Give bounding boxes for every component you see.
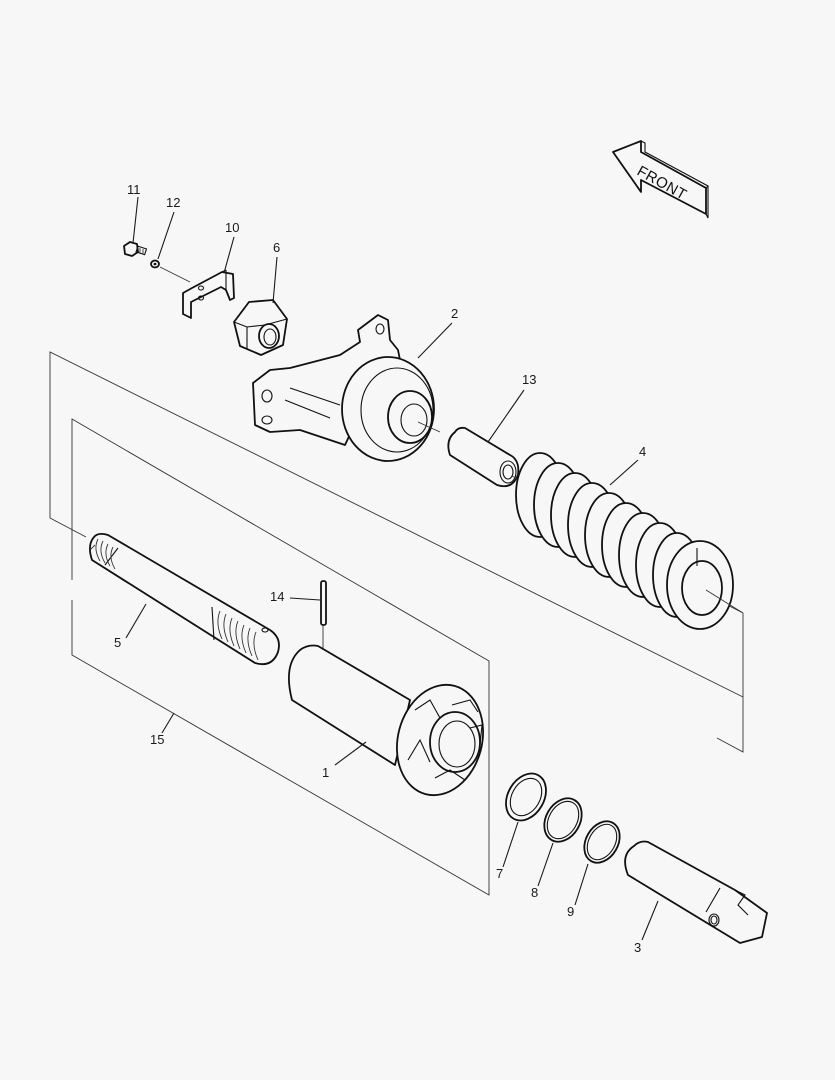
callout-13: 13 bbox=[522, 372, 536, 387]
callout-14: 14 bbox=[270, 589, 284, 604]
assembly-line bbox=[159, 266, 191, 283]
rod-piston-part bbox=[624, 840, 768, 944]
backup-ring-part bbox=[583, 820, 621, 864]
o-ring-part bbox=[543, 797, 583, 843]
recoil-spring-part bbox=[515, 452, 734, 630]
assembly-line bbox=[417, 421, 441, 433]
callout-6: 6 bbox=[273, 240, 280, 255]
callout-3: 3 bbox=[634, 940, 641, 955]
leader-lines bbox=[125, 196, 659, 941]
seal-ring-part bbox=[505, 772, 547, 822]
callout-4: 4 bbox=[639, 444, 646, 459]
hex-nut-part bbox=[233, 299, 288, 356]
callout-11: 11 bbox=[127, 182, 141, 197]
callout-12: 12 bbox=[166, 195, 180, 210]
callout-2: 2 bbox=[451, 306, 458, 321]
callout-9: 9 bbox=[567, 904, 574, 919]
callout-labels: 11 12 10 6 2 13 4 5 14 1 15 7 8 9 3 bbox=[114, 182, 646, 955]
idler-yoke-part bbox=[252, 314, 435, 462]
callout-15: 15 bbox=[150, 732, 164, 747]
callout-1: 1 bbox=[322, 765, 329, 780]
spacer-sleeve-part bbox=[447, 426, 520, 488]
bolt-part bbox=[123, 241, 148, 257]
callout-10: 10 bbox=[225, 220, 239, 235]
callout-5: 5 bbox=[114, 635, 121, 650]
front-arrow-icon: FRONT bbox=[612, 140, 709, 219]
threaded-rod-part bbox=[89, 532, 280, 666]
callout-7: 7 bbox=[496, 866, 503, 881]
lock-plate-part bbox=[182, 269, 235, 319]
assembly-line bbox=[705, 589, 744, 614]
washer-part bbox=[150, 259, 160, 269]
idler-hub-part bbox=[288, 644, 484, 797]
group-15-frame bbox=[71, 418, 490, 896]
callout-8: 8 bbox=[531, 885, 538, 900]
